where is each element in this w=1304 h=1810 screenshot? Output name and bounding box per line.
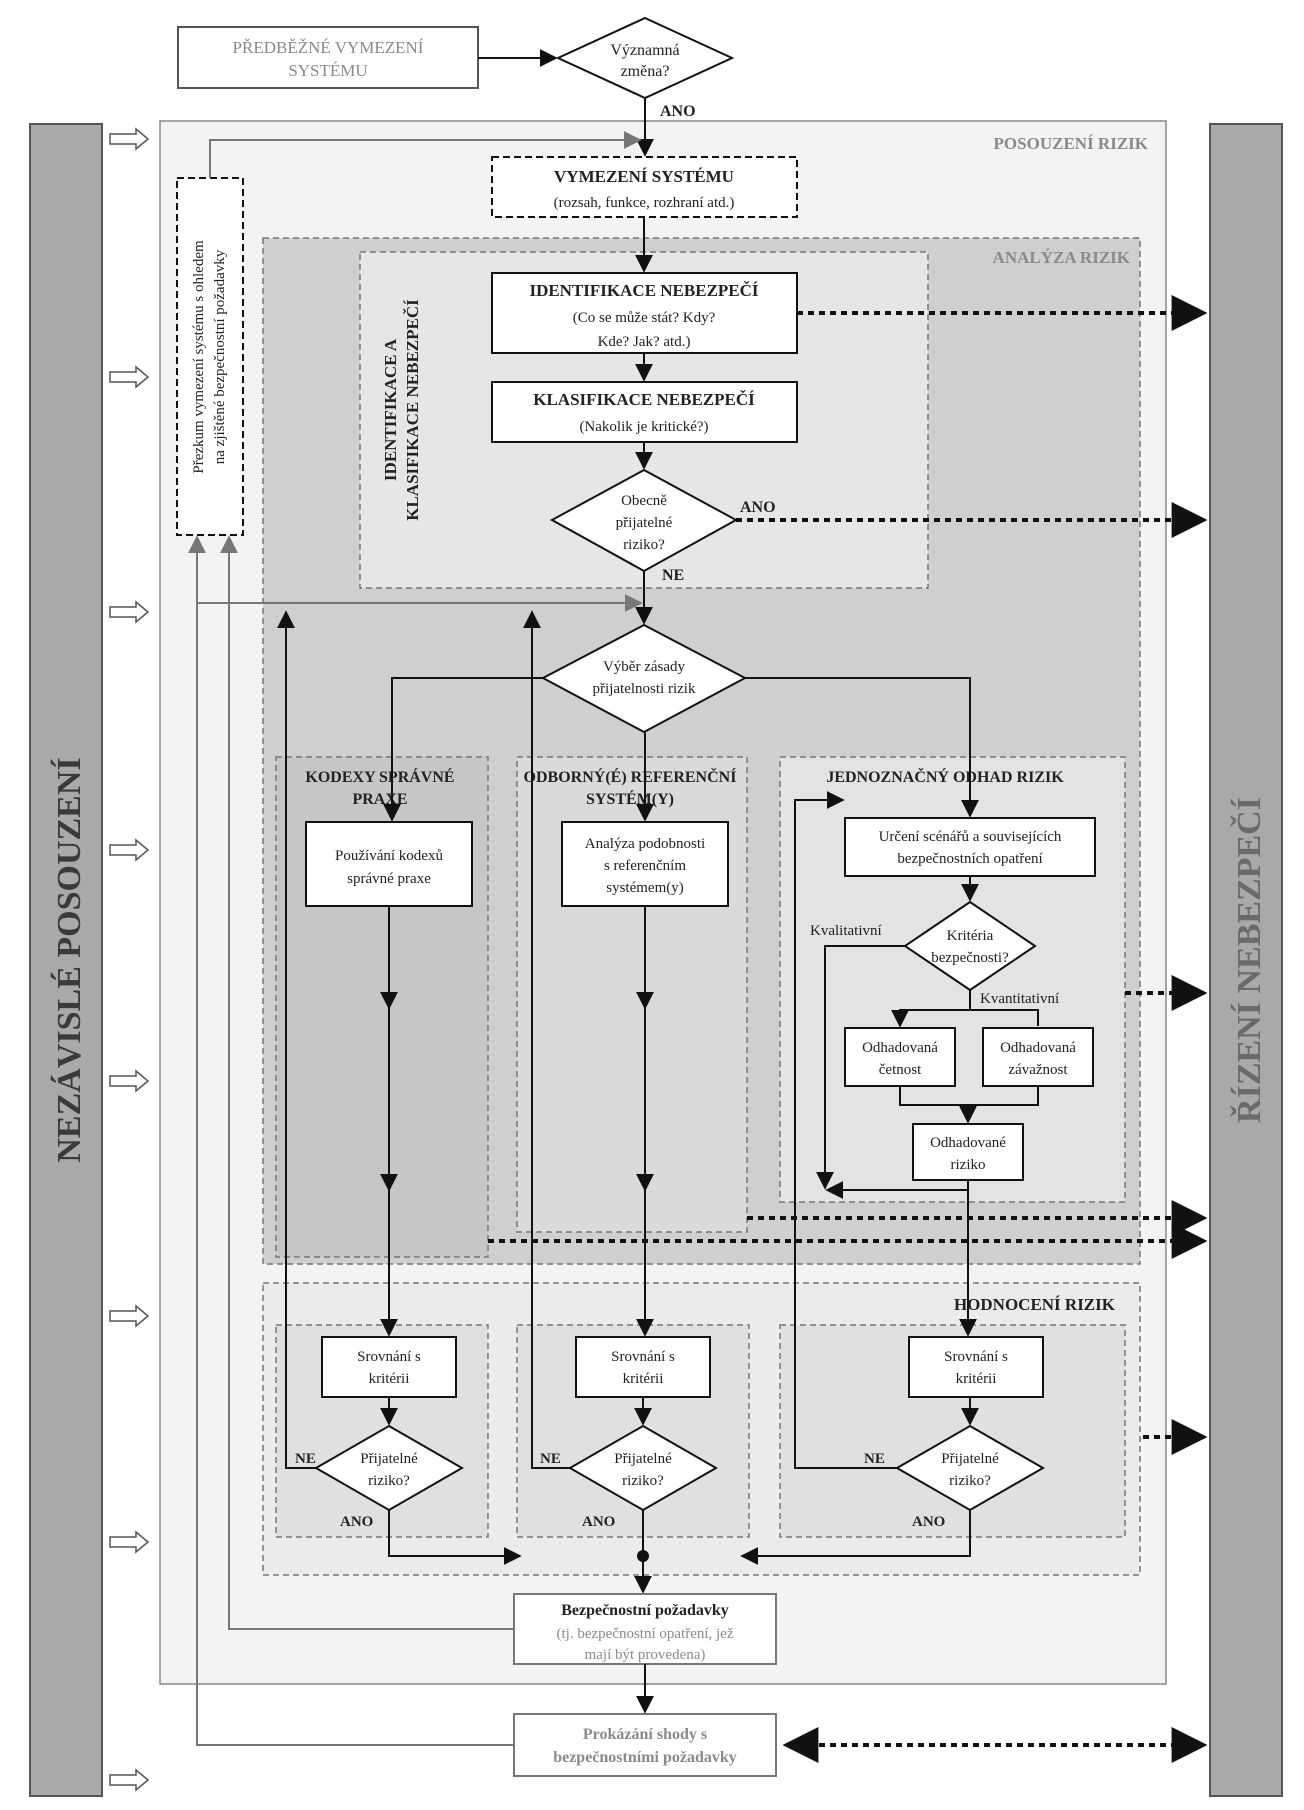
hazard-management-label: ŘÍZENÍ NEBEZPEČÍ [1230,797,1268,1123]
yes-label-reference: ANO [582,1514,615,1530]
codes-box-line-1: Používání kodexů [335,848,443,864]
significant-change-line-2: změna? [621,63,670,80]
principle-line-1: Výběr zásady [603,659,686,675]
criteria-line-1: Kritéria [947,928,994,944]
severity-line-1: Odhadovaná [1000,1040,1076,1056]
requirements-title: Bezpečnostní požadavky [561,1602,729,1619]
estimated-risk-line-1: Odhadované [930,1135,1006,1151]
compliance-line-2: bezpečnostními požadavky [553,1749,737,1766]
requirements-sub-1: (tj. bezpečnostní opatření, jež [556,1626,733,1642]
preliminary-line-2: SYSTÉMU [288,61,367,80]
no-label-explicit: NE [864,1451,885,1467]
hazard-management-bar [1209,123,1283,1797]
general-acceptable-line-2: přijatelné [616,515,673,531]
reference-title-2: SYSTÉM(Y) [586,789,674,808]
codes-box-line-2: správné praxe [347,871,431,887]
top-yes-label: ANO [660,103,696,120]
frequency-box [844,1027,956,1087]
preliminary-definition-box [177,26,479,89]
scenario-box [844,817,1096,877]
acceptable-codes-line-2: riziko? [368,1473,410,1489]
qualitative-label: Kvalitativní [810,923,882,939]
codes-box [305,821,473,907]
identification-label: IDENTIFIKACE A KLASIFIKACE NEBEZPEČÍ [381,299,422,521]
significant-change-line-1: Významná [610,42,679,59]
preliminary-line-1: PŘEDBĚŽNÉ VYMEZENÍ [233,38,424,57]
merge-dot [637,1550,649,1562]
left-hollow-arrows [109,127,150,1792]
evaluation-label: HODNOCENÍ RIZIK [954,1295,1116,1314]
hazard-management-links [488,295,1208,1763]
compare-explicit-line-1: Srovnání s [944,1349,1008,1365]
system-definition-sub: (rozsah, funkce, rozhraní atd.) [554,195,735,211]
reference-box-line-2: s referenčním [604,858,686,874]
yes-label-explicit: ANO [912,1514,945,1530]
compare-box-reference [575,1336,711,1398]
reference-title-1: ODBORNÝ(É) REFERENČNÍ [524,767,737,786]
general-acceptable-yes: ANO [740,499,776,516]
general-acceptable-line-1: Obecně [621,493,667,509]
svg-text:IDENTIFIKACE A: IDENTIFIKACE A [381,338,400,481]
independent-assessment-bar [29,123,103,1797]
acceptable-codes-line-1: Přijatelné [360,1451,418,1467]
compare-reference-line-2: kritérii [623,1371,664,1387]
acceptable-explicit-line-1: Přijatelné [941,1451,999,1467]
hazard-identification-title: IDENTIFIKACE NEBEZPEČÍ [529,281,758,300]
reference-box [561,821,729,907]
review-line-1: Přezkum vymezení systému s ohledem [191,240,207,474]
criteria-line-2: bezpečnosti? [931,950,1009,966]
frequency-line-2: četnost [879,1062,922,1078]
general-acceptable-no: NE [662,567,684,584]
hazard-identification-sub-1: (Co se může stát? Kdy? [573,310,716,326]
review-box [176,177,244,536]
compare-codes-line-1: Srovnání s [357,1349,421,1365]
review-line-2: na zjištěné bezpečnostní požadavky [212,249,228,464]
compare-explicit-line-2: kritérii [956,1371,997,1387]
system-definition-box [491,156,798,218]
requirements-sub-2: mají být provedena) [585,1647,706,1663]
scenario-line-1: Určení scénářů a souvisejících [879,829,1062,845]
hazard-classification-title: KLASIFIKACE NEBEZPEČÍ [533,390,755,409]
severity-box [982,1027,1094,1087]
hazard-classification-sub: (Nakolik je kritické?) [579,419,708,435]
explicit-title: JEDNOZNAČNÝ ODHAD RIZIK [826,767,1064,786]
hazard-identification-sub-2: Kde? Jak? atd.) [598,334,691,350]
estimated-risk-line-2: riziko [951,1157,986,1173]
principle-line-2: přijatelnosti rizik [593,681,696,697]
feedback-connectors [188,131,643,1746]
analysis-label: ANALÝZA RIZIK [993,248,1131,267]
hazard-identification-box [491,272,798,354]
codes-title-1: KODEXY SPRÁVNÉ [305,767,454,786]
compliance-line-1: Prokázání shody s [583,1726,707,1743]
no-label-codes: NE [295,1451,316,1467]
acceptable-reference-line-1: Přijatelné [614,1451,672,1467]
hazard-classification-box [491,381,798,443]
general-acceptable-line-3: riziko? [623,537,665,553]
severity-line-2: závažnost [1008,1062,1068,1078]
reference-box-line-1: Analýza podobnosti [585,836,705,852]
compare-box-explicit [908,1336,1044,1398]
codes-title-2: PRAXE [352,791,407,808]
acceptable-reference-line-2: riziko? [622,1473,664,1489]
compare-box-codes [321,1336,457,1398]
quantitative-label: Kvantitativní [980,991,1059,1007]
assessment-label: POSOUZENÍ RIZIK [994,134,1149,153]
svg-text:KLASIFIKACE NEBEZPEČÍ: KLASIFIKACE NEBEZPEČÍ [403,299,422,521]
scenario-line-2: bezpečnostních opatření [897,851,1042,867]
yes-label-codes: ANO [340,1514,373,1530]
reference-box-line-3: systémem(y) [606,880,683,896]
system-definition-title: VYMEZENÍ SYSTÉMU [554,167,734,186]
no-label-reference: NE [540,1451,561,1467]
compare-codes-line-2: kritérii [369,1371,410,1387]
compliance-box [513,1713,777,1777]
compare-reference-line-1: Srovnání s [611,1349,675,1365]
frequency-line-1: Odhadovaná [862,1040,938,1056]
requirements-box [513,1593,777,1665]
acceptable-explicit-line-2: riziko? [949,1473,991,1489]
independent-assessment-label: NEZÁVISLÉ POSOUZENÍ [51,757,88,1162]
